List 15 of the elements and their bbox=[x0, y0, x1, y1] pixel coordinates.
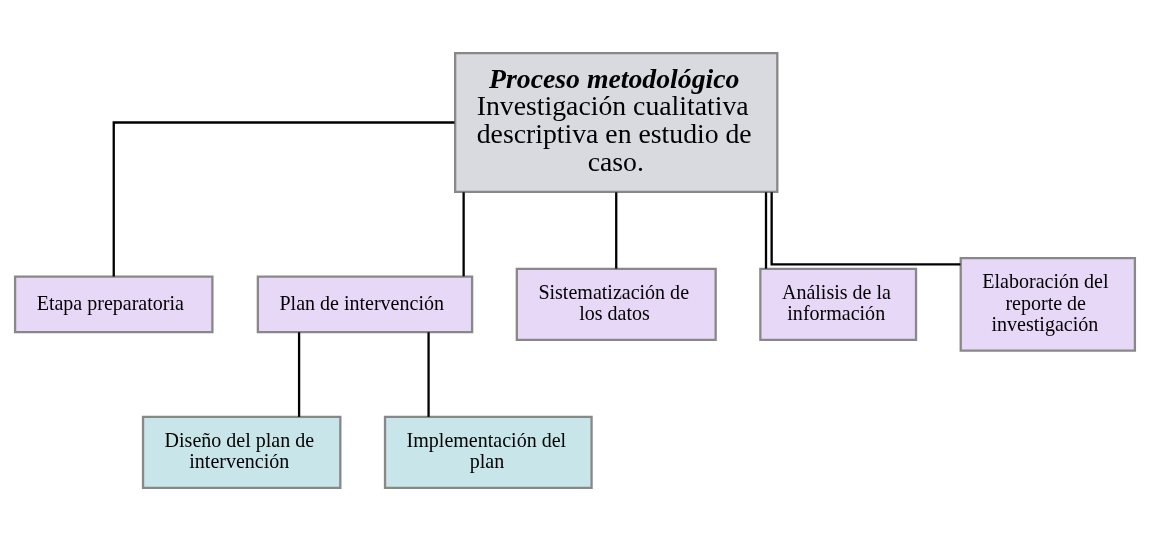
node-box: Elaboración del reporte de investigación bbox=[959, 257, 1137, 352]
node-box: Proceso metodológico Investigación cualitativa descriptiva en estudio de caso. bbox=[454, 52, 779, 194]
node-box: Análisis de la información bbox=[759, 267, 918, 341]
node-box: Etapa preparatoria bbox=[13, 275, 214, 334]
connector bbox=[297, 332, 301, 417]
connector bbox=[770, 192, 961, 266]
connector bbox=[427, 332, 430, 417]
connector bbox=[462, 192, 465, 277]
node-box: Sistematización de los datos bbox=[515, 267, 717, 341]
node-box: Implementación del plan bbox=[383, 415, 593, 489]
connector bbox=[615, 192, 618, 269]
connector bbox=[112, 121, 455, 277]
node-box: Diseño del plan de intervención bbox=[141, 415, 342, 489]
connector bbox=[764, 192, 768, 269]
node-box: Plan de intervención bbox=[256, 275, 474, 334]
